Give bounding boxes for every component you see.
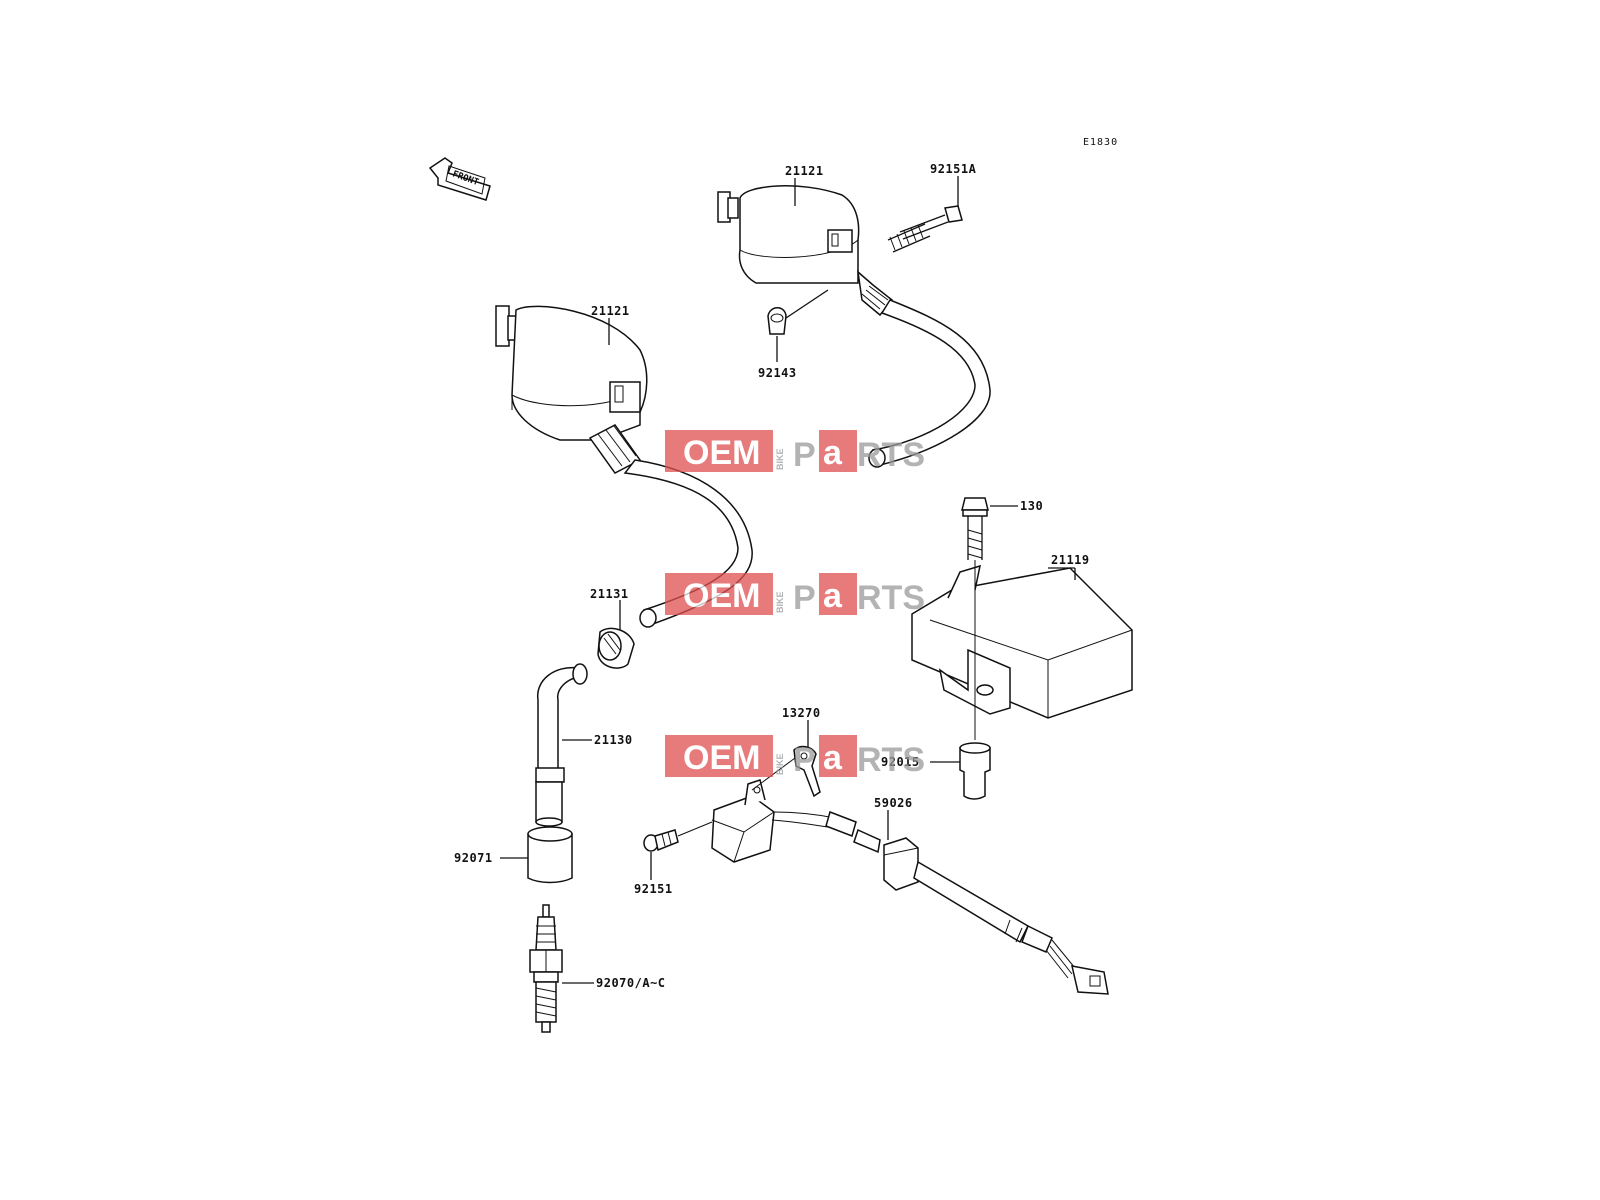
part-number-92015: 92015 [881, 755, 920, 769]
part-number-92071: 92071 [454, 851, 493, 865]
upper-ignition-coil [717, 185, 991, 468]
watermark-red-box-a [819, 735, 857, 777]
watermark-text-oem: OEM [683, 739, 760, 777]
part-number-21121-lower: 21121 [591, 304, 630, 318]
watermark-text-a: a [823, 739, 843, 777]
part-number-92143: 92143 [758, 366, 797, 380]
part-number-92070: 92070/A~C [596, 976, 666, 990]
part-number-13270: 13270 [782, 706, 821, 720]
watermark-text-oem: OEM [683, 577, 760, 615]
bolt-130 [961, 497, 989, 560]
watermark-text-oem: OEM [683, 434, 760, 472]
watermark-text-bike: BIKE [775, 591, 785, 613]
part-number-130: 130 [1020, 499, 1043, 513]
watermark-red-box [665, 573, 773, 615]
watermark-text-a: a [823, 434, 843, 472]
part-number-92151A: 92151A [930, 162, 977, 176]
pickup-coil-59026 [711, 779, 1109, 995]
igniter-21119 [911, 564, 1133, 719]
plug-cap-21130 [535, 663, 588, 827]
bolt-92151A [887, 205, 963, 253]
collar-92015 [959, 742, 991, 800]
watermark-text-p: P [793, 436, 816, 474]
watermark-2: OEM BIKE P a RTS [665, 573, 925, 617]
watermark-red-box [665, 735, 773, 777]
clamp-13270 [793, 745, 821, 798]
watermark-text-rts: RTS [857, 579, 925, 617]
part-number-21130: 21130 [594, 733, 633, 747]
collar-92143 [767, 307, 787, 335]
watermark-text-rts: RTS [857, 436, 925, 474]
plug-cap-seal-92071 [527, 826, 573, 884]
watermark-red-box [665, 430, 773, 472]
cap-seal-21131 [597, 627, 635, 669]
watermark-text-rts: RTS [857, 741, 925, 779]
watermark-text-bike: BIKE [775, 753, 785, 775]
watermark-text-p: P [793, 741, 816, 779]
front-arrow-icon: FRONT [428, 157, 491, 201]
watermark-red-box-a [819, 573, 857, 615]
part-number-59026: 59026 [874, 796, 913, 810]
watermark-text-bike: BIKE [775, 448, 785, 470]
part-number-21121-upper: 21121 [785, 164, 824, 178]
diagram-code: E1830 [1083, 137, 1118, 148]
spark-plug-92070 [529, 904, 563, 1033]
watermark-1: OEM BIKE P a RTS [665, 430, 925, 474]
screw-92151 [643, 829, 679, 852]
part-number-21119: 21119 [1051, 553, 1090, 567]
part-number-21131: 21131 [590, 587, 629, 601]
watermark-red-box-a [819, 430, 857, 472]
watermark-text-a: a [823, 577, 843, 615]
part-number-92151: 92151 [634, 882, 673, 896]
watermark-3: OEM BIKE P a RTS [665, 735, 925, 779]
watermark-text-p: P [793, 579, 816, 617]
